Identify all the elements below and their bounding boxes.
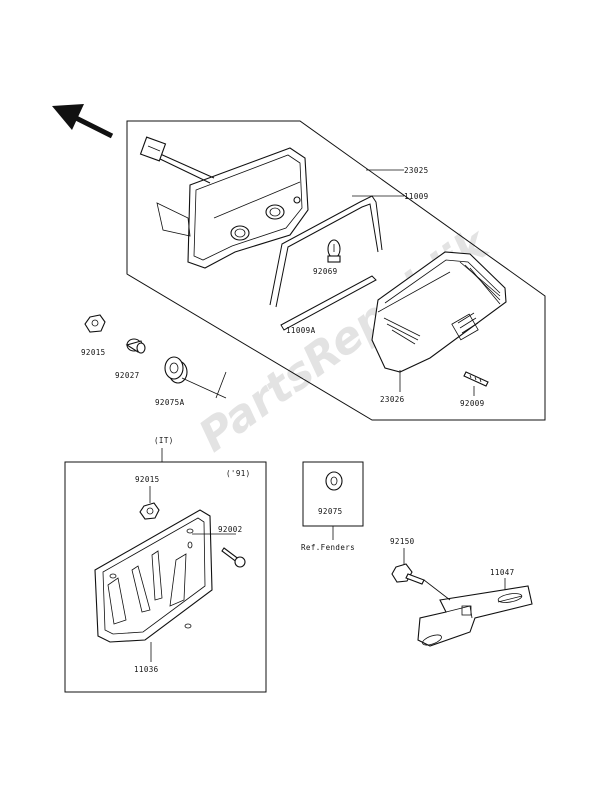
label-92075: 92075: [318, 507, 343, 516]
collar-92027: [125, 338, 146, 354]
label-ref-fenders: Ref.Fenders: [301, 543, 355, 552]
grommet-92075: [325, 471, 343, 491]
bulb-92069: [327, 239, 341, 263]
license-plate-box: [64, 461, 267, 693]
label-92015-b: 92015: [135, 475, 160, 484]
label-92027: 92027: [115, 371, 140, 380]
grommet-92075A: [164, 356, 188, 384]
front-direction-arrow-icon: [52, 104, 114, 139]
screw-92009: [463, 371, 489, 387]
label-23025: 23025: [404, 166, 429, 175]
label-92075A: 92075A: [155, 398, 185, 407]
label-11009A: 11009A: [286, 326, 316, 335]
gasket-11009A: [280, 275, 377, 331]
license-bracket-11036: [94, 509, 213, 643]
label-year-91: ('91): [226, 469, 251, 478]
taillight-housing: [156, 147, 309, 269]
lens-23026: [371, 251, 507, 373]
label-23026: 23026: [380, 395, 405, 404]
label-variant-it: (IT): [154, 436, 174, 445]
label-11009: 11009: [404, 192, 429, 201]
label-92009: 92009: [460, 399, 485, 408]
nut-92015-a: [84, 314, 106, 333]
label-92002: 92002: [218, 525, 243, 534]
label-92150: 92150: [390, 537, 415, 546]
label-11036: 11036: [134, 665, 159, 674]
wire-connector: [139, 136, 301, 204]
bolt-92150: [391, 563, 425, 585]
label-92015-a: 92015: [81, 348, 106, 357]
label-11047: 11047: [490, 568, 515, 577]
nut-92015-b: [139, 502, 160, 520]
screw-92002: [221, 547, 246, 568]
taillight-assembly-frame: [126, 120, 546, 421]
label-92069: 92069: [313, 267, 338, 276]
gasket-11009: [269, 195, 404, 308]
bracket-11047: [417, 585, 533, 647]
